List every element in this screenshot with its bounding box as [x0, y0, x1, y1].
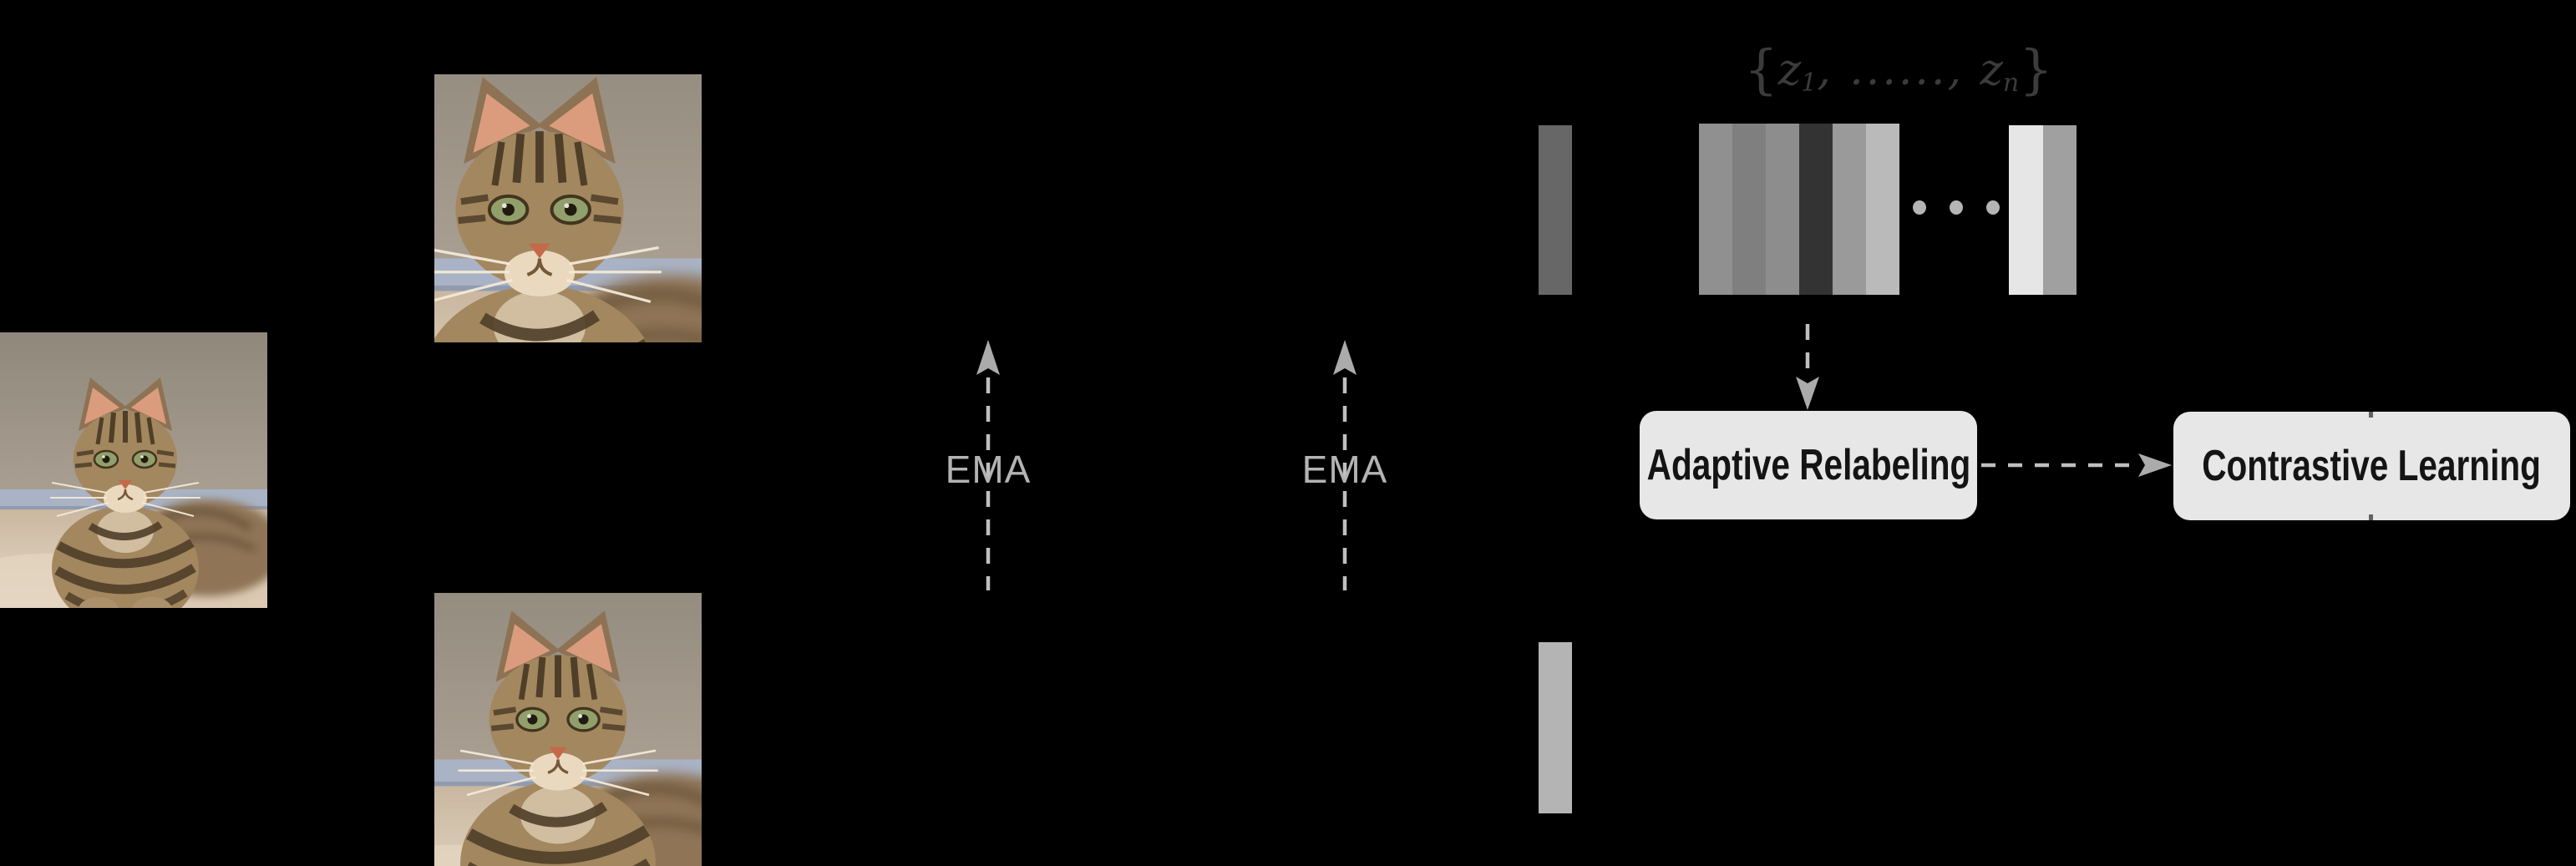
embedding-stripe	[1866, 124, 1899, 295]
embedding-bar-group	[1699, 124, 1899, 295]
augmented-cat-image-top	[434, 74, 702, 342]
embedding-bar-pair	[2009, 125, 2077, 295]
embedding-stripe	[1732, 124, 1766, 295]
embedding-stripe	[1799, 124, 1833, 295]
open-brace: {	[1744, 39, 1778, 101]
ellipsis-dot	[1950, 200, 1963, 215]
embedding-stripe	[1766, 124, 1799, 295]
ema-label-left: EMA	[945, 448, 1032, 491]
embedding-ellipsis-dots	[1913, 200, 2000, 215]
arrowhead-down-icon	[1796, 377, 1819, 410]
embedding-stripe	[2009, 125, 2043, 295]
close-brace: }	[2019, 39, 2053, 101]
embedding-bar-single-top	[1539, 125, 1572, 295]
ellipsis-dot	[1913, 200, 1926, 215]
relabeling-to-contrastive-arrow	[1981, 453, 2172, 477]
z1-subscript: 1	[1801, 68, 1818, 98]
embeddings-to-relabeling-arrow	[1796, 324, 1819, 410]
embedding-stripe	[1833, 124, 1866, 295]
ellipsis-text: , ......,	[1817, 45, 1980, 95]
ema-label-right: EMA	[1301, 448, 1388, 491]
arrowhead-up-icon	[1333, 340, 1356, 375]
contrastive-learning-box: Contrastive Learning	[2173, 412, 2570, 520]
arrowhead-right-icon	[2138, 453, 2172, 477]
source-cat-image	[0, 332, 267, 608]
arrowhead-up-icon	[976, 340, 1000, 375]
embedding-stripe	[2042, 125, 2077, 295]
embedding-stripe	[1699, 124, 1732, 295]
seam-tick-top	[2369, 412, 2373, 418]
augmented-cat-image-bottom	[434, 593, 702, 866]
embedding-bar-single-bottom	[1539, 642, 1572, 813]
adaptive-relabeling-box: Adaptive Relabeling	[1640, 411, 1977, 519]
ellipsis-dot	[1986, 200, 2000, 215]
z1: z	[1777, 45, 1802, 95]
adaptive-relabeling-label: Adaptive Relabeling	[1646, 441, 1970, 489]
zn: z	[1980, 45, 2003, 95]
embedding-set-label: {z1, ......, zn}	[1744, 39, 2053, 104]
zn-subscript: n	[2002, 68, 2020, 98]
contrastive-learning-label: Contrastive Learning	[2202, 442, 2542, 490]
seam-tick-bottom	[2369, 514, 2373, 520]
